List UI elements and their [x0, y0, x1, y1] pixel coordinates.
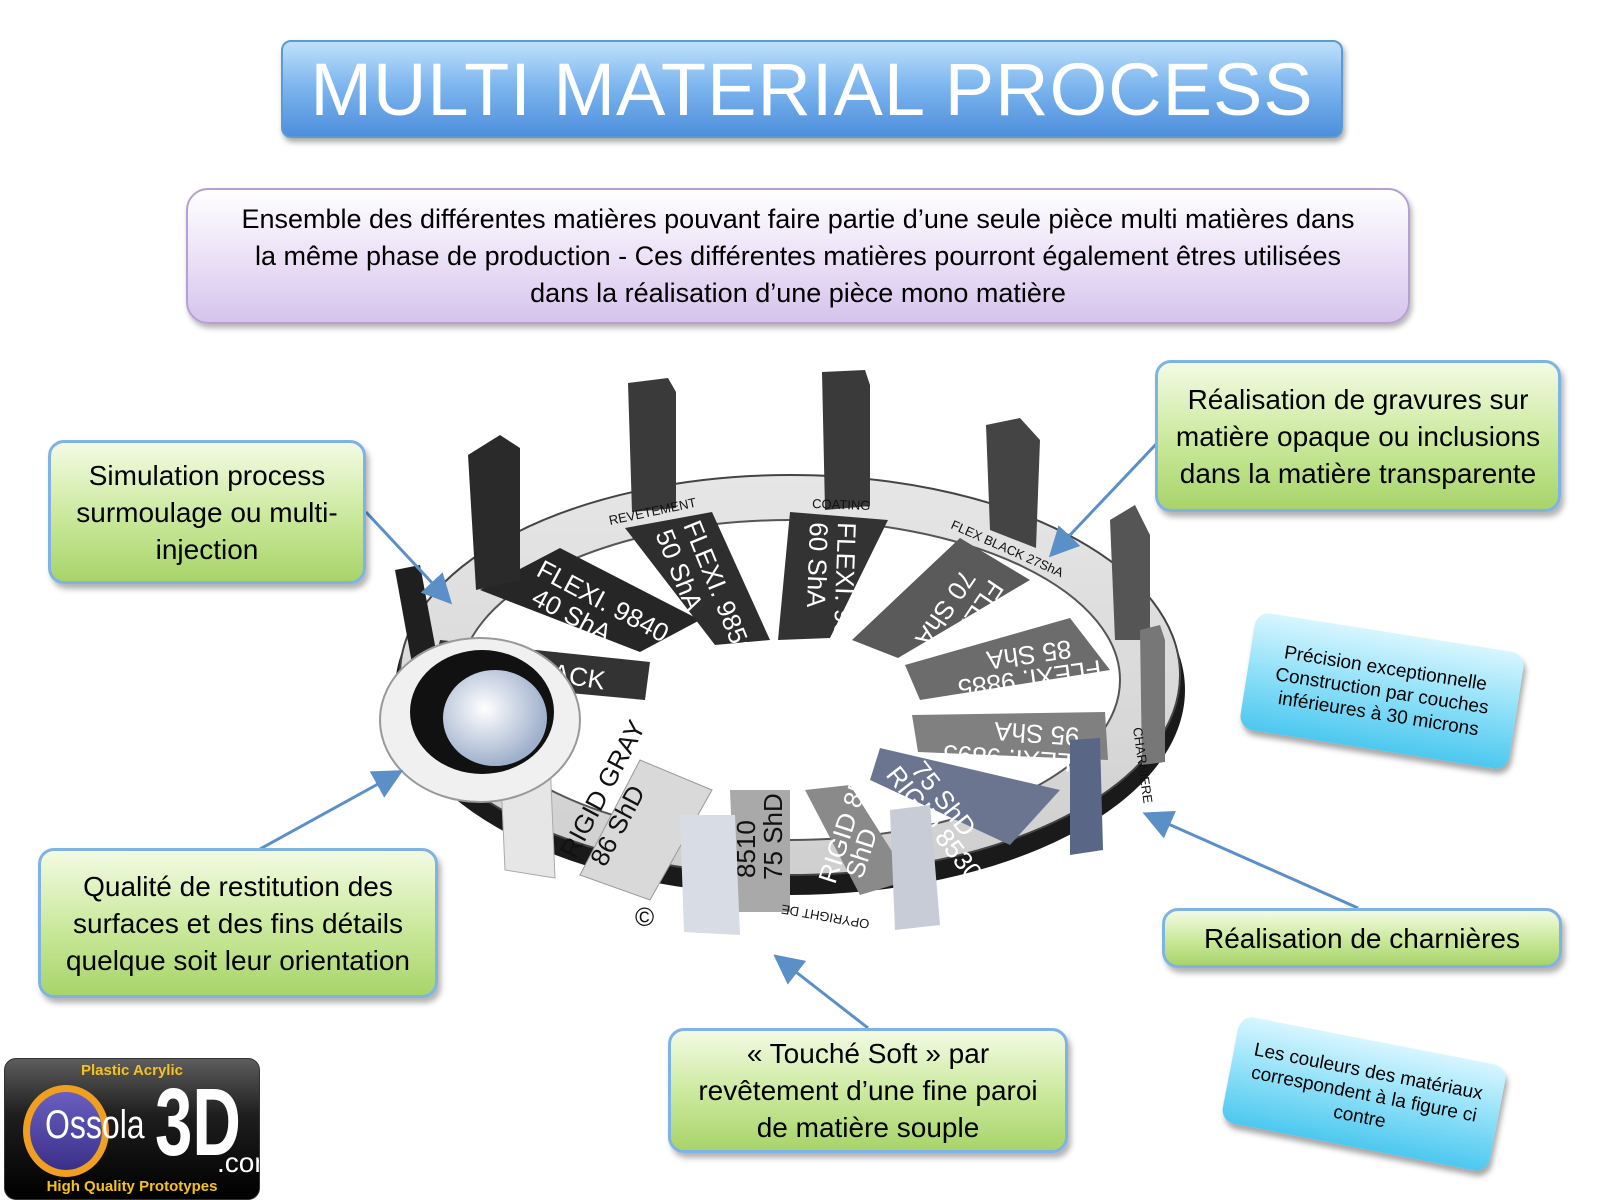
- sphere-insert: [379, 637, 581, 803]
- callout-hinges-text: Réalisation de charnières: [1204, 922, 1520, 954]
- pad-flex-9895-line2: 95 ShA: [993, 716, 1081, 752]
- callout-arrows: [239, 438, 1359, 1030]
- callout-surface-quality-text: Qualité de restitution des surfaces et d…: [65, 870, 410, 976]
- callout-engraving: Réalisation de gravures sur matière opaq…: [1155, 360, 1561, 512]
- copyright-symbol: ©: [635, 902, 654, 932]
- logo-domain: .com: [217, 1147, 259, 1178]
- pad-rigid-8510: 8510 75 ShD: [730, 790, 790, 912]
- logo-tagline-bottom: High Quality Prototypes: [46, 1178, 218, 1195]
- arrow-hinges: [1142, 811, 1359, 910]
- callout-soft-touch: « Touché Soft » par revêtement d’une fin…: [668, 1028, 1068, 1153]
- pad-flex-9895: FLEXI. 9895 95 ShA: [912, 712, 1108, 779]
- ossola3d-logo: Plastic Acrylic Ossola 3D .com High Qual…: [4, 1058, 260, 1200]
- callout-soft-touch-text: « Touché Soft » par revêtement d’une fin…: [698, 1038, 1038, 1143]
- ring-label-coating: COATING: [812, 496, 871, 513]
- arrow-surface-quality: [239, 770, 404, 862]
- intro-box: Ensemble des différentes matières pouvan…: [186, 188, 1410, 324]
- pad-flex-9860: FLEXI. 9860 60 ShA: [778, 512, 888, 667]
- page-title: MULTI MATERIAL PROCESS: [310, 47, 1314, 131]
- ring-label-copyright: OPYRIGHT DE: [780, 901, 871, 931]
- arrow-engraving: [1048, 438, 1162, 558]
- pad-flex-9860-line1: FLEXI. 9860: [827, 522, 862, 668]
- arrow-soft-touch: [773, 954, 869, 1030]
- pad-flex-9860-line2: 60 ShA: [801, 522, 834, 609]
- intro-text: Ensemble des différentes matières pouvan…: [241, 203, 1355, 308]
- title-banner: MULTI MATERIAL PROCESS: [281, 40, 1343, 138]
- callout-surface-quality: Qualité de restitution des surfaces et d…: [38, 848, 438, 998]
- logo-3d-mark: 3D: [155, 1069, 241, 1176]
- callout-engraving-text: Réalisation de gravures sur matière opaq…: [1175, 383, 1541, 489]
- logo-circle-icon: [23, 1085, 109, 1177]
- arrow-overmolding: [364, 510, 453, 605]
- logo-tagline-top: Plastic Acrylic: [80, 1062, 183, 1079]
- note-precision-text: Précision exceptionnelle Construction pa…: [1273, 641, 1491, 740]
- callout-overmolding-text: Simulation process surmoulage ou multi-i…: [76, 459, 338, 565]
- logo-name: Ossola: [45, 1103, 145, 1147]
- callout-overmolding: Simulation process surmoulage ou multi-i…: [48, 440, 366, 584]
- pad-rigid-8510-line2: 75 ShD: [758, 793, 788, 880]
- callout-hinges: Réalisation de charnières: [1162, 908, 1562, 968]
